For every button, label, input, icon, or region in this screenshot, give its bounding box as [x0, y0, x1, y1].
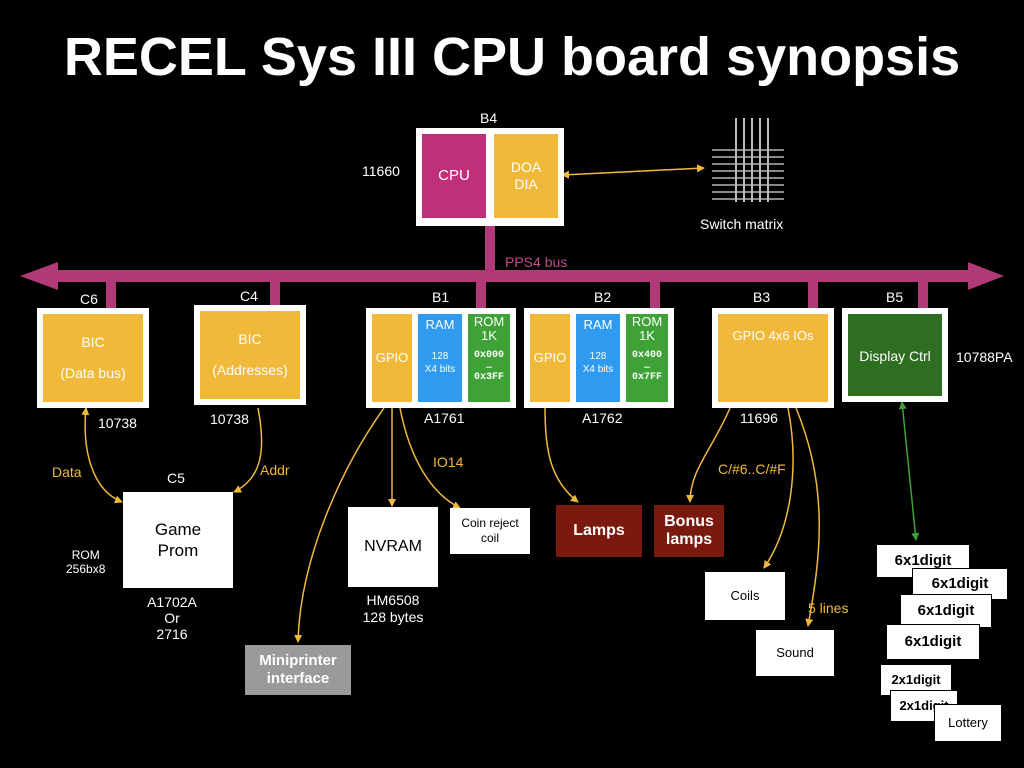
- addr-link-label: Addr: [260, 462, 290, 478]
- cpu-block: CPU: [422, 134, 486, 218]
- b1-gpio: GPIO: [372, 314, 412, 402]
- b5-slot-label: B5: [886, 289, 904, 305]
- c4-name: BIC: [238, 330, 262, 347]
- c6-part-label: 10738: [98, 415, 137, 431]
- c4-slot-label: C4: [240, 288, 258, 304]
- nvram-part-label: HM6508 128 bytes: [362, 592, 424, 625]
- b1-part-label: A1761: [424, 410, 465, 426]
- data-link-label: Data: [52, 464, 82, 480]
- b1-rom: ROM 1K: [473, 314, 505, 344]
- b3-chip: GPIO 4x6 IOs: [712, 308, 834, 408]
- game-prom-block: Game Prom: [123, 492, 233, 588]
- b3-name: GPIO 4x6 IOs: [732, 328, 814, 343]
- c4-sub: (Addresses): [212, 362, 288, 378]
- pps4-bus: [20, 226, 1004, 316]
- c5-rom-label: ROM 256bx8: [66, 548, 106, 577]
- switch-matrix-icon: [712, 118, 784, 202]
- io14-link-label: IO14: [433, 454, 464, 470]
- b2-rom: ROM 1K: [631, 314, 663, 344]
- c4-part-label: 10738: [210, 411, 249, 427]
- lamps-block: Lamps: [556, 505, 642, 557]
- display-6x1-3: 6x1digit: [900, 594, 992, 628]
- b1-rom-range: 0x000 … 0x3FF: [473, 349, 504, 383]
- page-title: RECEL Sys III CPU board synopsis: [63, 27, 961, 87]
- b2-rom-range: 0x400 … 0x7FF: [631, 349, 662, 383]
- b1-chip: GPIO RAM 128 X4 bits ROM 1K 0x000 … 0x3F…: [366, 308, 516, 408]
- b5-part-label: 10788PA: [956, 349, 1013, 365]
- lottery-display: Lottery: [934, 704, 1002, 742]
- miniprinter-interface-block: Miniprinter interface: [245, 645, 351, 695]
- b2-part-label: A1762: [582, 410, 623, 426]
- b4-part-label: 11660: [362, 163, 400, 179]
- b5-chip: Display Ctrl: [842, 308, 948, 402]
- b1-slot-label: B1: [432, 289, 450, 305]
- bus-label: PPS4 bus: [505, 254, 568, 270]
- c4-chip: BIC (Addresses): [194, 305, 306, 405]
- bonus-lamps-block: Bonus lamps: [654, 505, 724, 557]
- b1-ram-size: 128 X4 bits: [424, 351, 456, 375]
- c5-part-label: A1702A Or 2716: [147, 594, 197, 643]
- bonus-range-label: C/#6..C/#F: [718, 461, 786, 477]
- b2-gpio: GPIO: [530, 314, 570, 402]
- b2-chip: GPIO RAM 128 X4 bits ROM 1K 0x400 … 0x7F…: [524, 308, 674, 408]
- b2-slot-label: B2: [594, 289, 612, 305]
- doa-dia-block: DOA DIA: [494, 134, 558, 218]
- c6-sub: (Data bus): [60, 365, 126, 381]
- five-lines-label: 5 lines: [808, 600, 849, 616]
- b5-name: Display Ctrl: [859, 348, 931, 364]
- switch-matrix-label: Switch matrix: [700, 216, 784, 232]
- b3-part-label: 11696: [740, 410, 778, 426]
- b2-ram: RAM: [583, 317, 613, 332]
- b4-slot-label: B4: [480, 110, 498, 126]
- coils-block: Coils: [705, 572, 785, 620]
- c6-chip: BIC (Data bus): [37, 308, 149, 408]
- b1-ram: RAM: [425, 317, 455, 332]
- nvram-block: NVRAM: [348, 507, 438, 587]
- c5-slot-label: C5: [167, 470, 185, 486]
- display-6x1-4: 6x1digit: [886, 624, 980, 660]
- sound-block: Sound: [756, 630, 834, 676]
- c6-slot-label: C6: [80, 291, 98, 307]
- coin-reject-coil-block: Coin reject coil: [450, 508, 530, 554]
- c6-name: BIC: [81, 333, 105, 350]
- b2-ram-size: 128 X4 bits: [582, 351, 614, 375]
- b3-slot-label: B3: [753, 289, 771, 305]
- b4-chip: CPU DOA DIA: [416, 128, 564, 226]
